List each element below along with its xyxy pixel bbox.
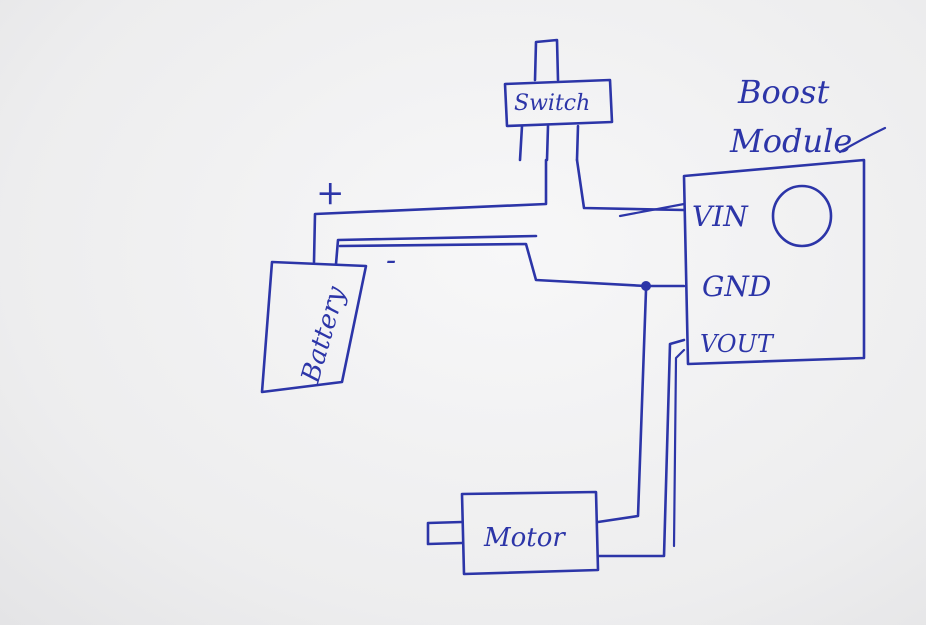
wire-switch-to-vin — [575, 158, 686, 212]
wire-vout-to-motor — [596, 338, 686, 558]
boost-module-title-line2: Module — [729, 122, 852, 160]
vin-label: VIN — [692, 200, 749, 233]
wire-battery-minus — [338, 242, 686, 288]
switch-pin-middle — [545, 124, 550, 162]
wire-vin-stroke — [618, 202, 686, 218]
wire-ground-to-motor — [596, 288, 648, 524]
switch-actuator — [533, 38, 560, 82]
switch-pin-left — [518, 124, 524, 162]
boost-module-body — [682, 158, 866, 366]
ground-junction — [641, 281, 651, 291]
wire-battery-plus-inner — [334, 234, 538, 266]
switch-label: Switch — [514, 91, 590, 116]
boost-module-title-underline — [838, 126, 887, 154]
motor-body — [460, 490, 600, 576]
switch: Switch — [503, 38, 614, 162]
switch-pin-right — [575, 124, 580, 162]
battery-plus-label: + — [316, 173, 345, 213]
boost-module-potentiometer — [771, 184, 833, 248]
motor: Motor — [426, 490, 600, 576]
vout-label: VOUT — [700, 330, 775, 358]
wire-vout-inner — [672, 348, 686, 548]
motor-shaft — [426, 520, 464, 546]
switch-body — [503, 78, 614, 128]
battery-minus-label: - — [386, 243, 396, 278]
wires — [312, 158, 686, 558]
battery-body — [260, 260, 368, 394]
boost-module: Boost Module VIN GND VOUT — [682, 73, 887, 366]
boost-module-title-line1: Boost — [737, 73, 829, 111]
battery: Battery + - — [260, 173, 396, 394]
wire-battery-plus — [312, 158, 548, 264]
gnd-label: GND — [702, 270, 771, 303]
motor-label: Motor — [483, 523, 566, 553]
